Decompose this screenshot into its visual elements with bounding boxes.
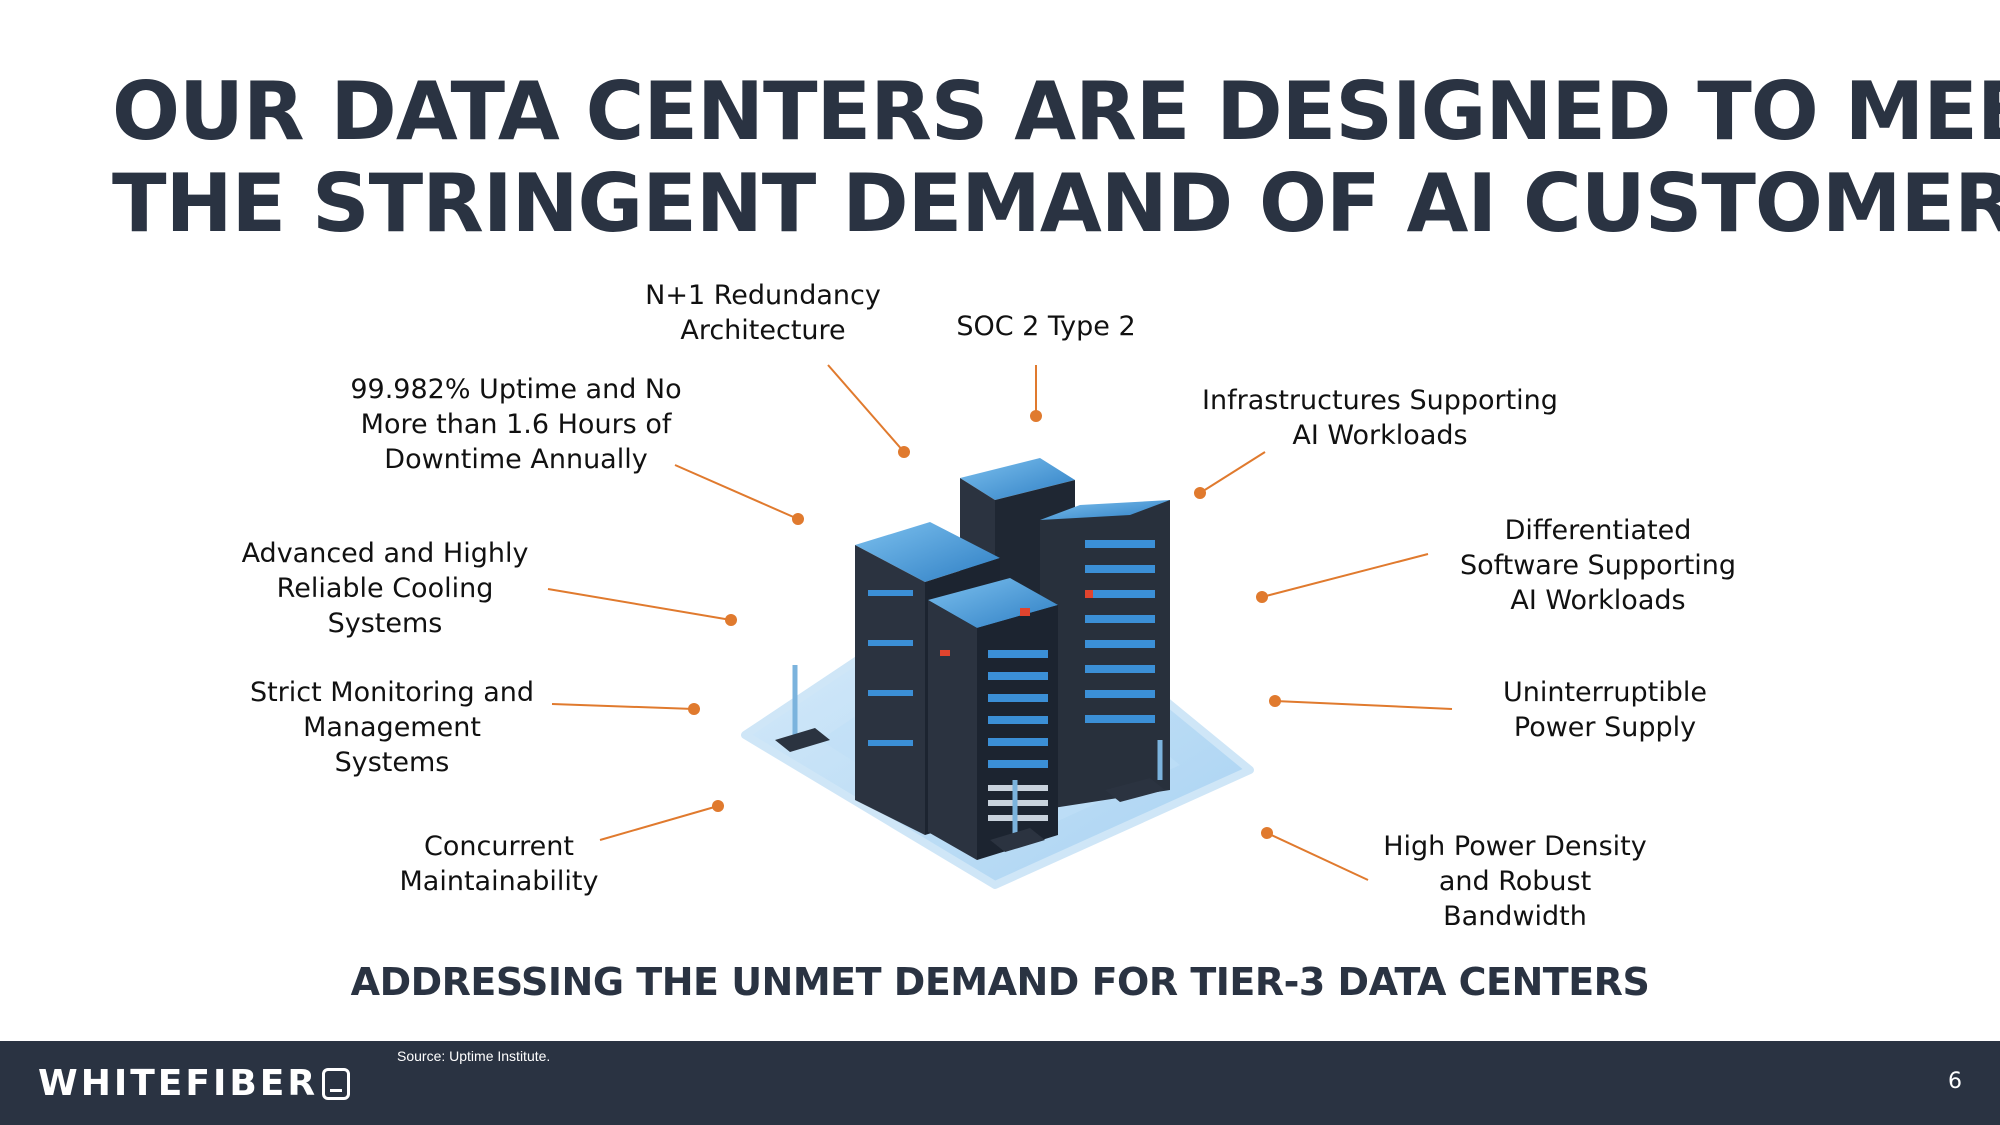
server-rack-front-right: [928, 578, 1058, 860]
whitefiber-logo: WHITEFIBER: [38, 1063, 351, 1104]
marker-software: [1256, 591, 1268, 603]
marker-cooling: [725, 614, 737, 626]
terminal-stands: [775, 665, 1165, 852]
marker-ups: [1269, 695, 1281, 707]
marker-power: [1261, 827, 1273, 839]
title-line-1: OUR DATA CENTERS ARE DESIGNED TO MEET: [112, 65, 2000, 158]
feature-redundancy: N+1 Redundancy Architecture: [645, 280, 881, 346]
logo-text: WHITEFIBER: [38, 1063, 319, 1104]
page-number: 6: [1948, 1069, 1962, 1094]
marker-maintainability: [712, 800, 724, 812]
feature-infrastructure: Infrastructures Supporting AI Workloads: [1202, 385, 1558, 451]
subtitle: ADDRESSING THE UNMET DEMAND FOR TIER-3 D…: [350, 960, 1650, 1004]
marker-monitoring: [688, 703, 700, 715]
feature-monitoring: Strict Monitoring and Management Systems: [249, 677, 535, 778]
logo-terminal-icon: [322, 1067, 351, 1100]
marker-redundancy: [898, 446, 910, 458]
footer-bar: WHITEFIBER Source: Uptime Institute. 6: [0, 1041, 2000, 1125]
feature-uptime: 99.982% Uptime and No More than 1.6 Hour…: [350, 374, 682, 475]
marker-soc2: [1030, 410, 1042, 422]
marker-infrastructure: [1194, 487, 1206, 499]
feature-software: Differentiated Software Supporting AI Wo…: [1459, 515, 1737, 616]
feature-maintainability: Concurrent Maintainability: [399, 831, 599, 897]
feature-power: High Power Density and Robust Bandwidth: [1383, 831, 1647, 932]
source-note: Source: Uptime Institute.: [397, 1048, 551, 1064]
title-line-2: THE STRINGENT DEMAND OF AI CUSTOMERS: [112, 157, 2000, 250]
feature-ups: Uninterruptible Power Supply: [1502, 677, 1707, 743]
page-title: OUR DATA CENTERS ARE DESIGNED TO MEET TH…: [112, 65, 2000, 250]
feature-soc2: SOC 2 Type 2: [956, 311, 1136, 342]
marker-uptime: [792, 513, 804, 525]
feature-cooling: Advanced and Highly Reliable Cooling Sys…: [241, 538, 529, 639]
